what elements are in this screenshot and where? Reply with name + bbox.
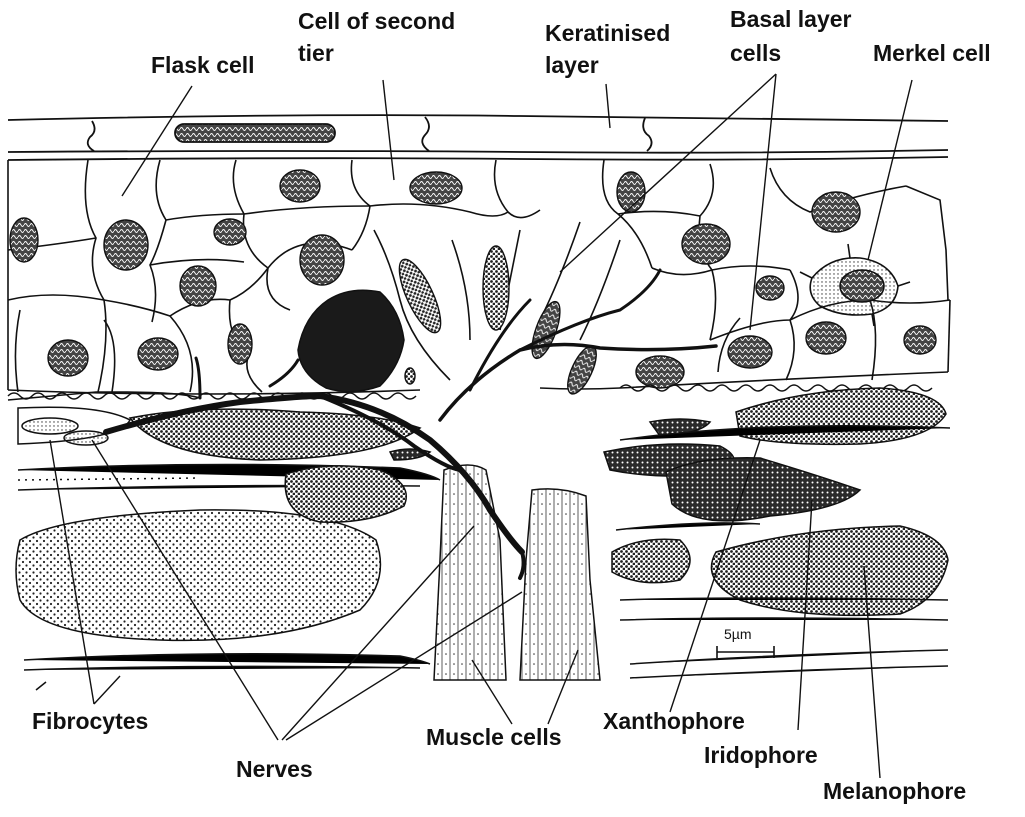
label-flask-cell: Flask cell bbox=[151, 52, 255, 79]
label-basal-line1: Basal layer bbox=[730, 6, 851, 33]
label-nerves: Nerves bbox=[236, 756, 313, 783]
label-keratinised-line2: layer bbox=[545, 52, 599, 79]
label-iridophore: Iridophore bbox=[704, 742, 818, 769]
nuclei bbox=[10, 170, 936, 398]
merkel-cell-shape bbox=[800, 244, 910, 326]
flask-cell-body bbox=[298, 290, 404, 391]
label-fibrocytes: Fibrocytes bbox=[32, 708, 148, 735]
muscle-cells-shape bbox=[434, 465, 600, 680]
label-melanophore: Melanophore bbox=[823, 778, 966, 805]
label-xanthophore: Xanthophore bbox=[603, 708, 745, 735]
label-merkel-cell: Merkel cell bbox=[873, 40, 991, 67]
label-basal-line2: cells bbox=[730, 40, 781, 67]
scale-bar-label: 5µm bbox=[724, 626, 752, 642]
label-keratinised-line1: Keratinised bbox=[545, 20, 670, 47]
fusiform-nuclei bbox=[391, 246, 509, 384]
label-cell-second-tier-line1: Cell of second bbox=[298, 8, 455, 35]
label-muscle-cells: Muscle cells bbox=[426, 724, 562, 751]
label-cell-second-tier-line2: tier bbox=[298, 40, 334, 67]
